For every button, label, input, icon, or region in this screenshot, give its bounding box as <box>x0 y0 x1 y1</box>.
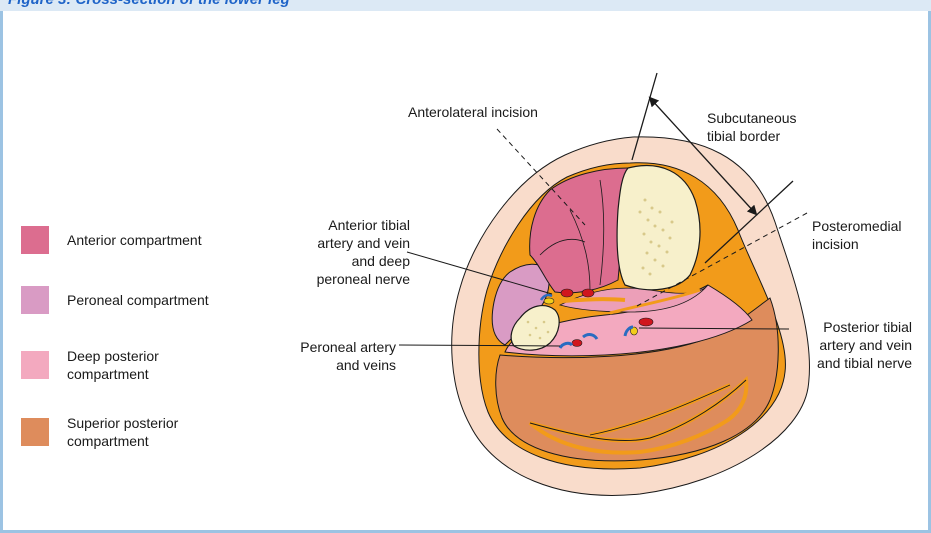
label-anterior-tibial: Anterior tibial artery and vein and deep… <box>290 216 410 288</box>
deep-peroneal-nerve <box>544 298 554 304</box>
anterior-tibial-vein <box>582 289 594 297</box>
anterior-tibial-artery <box>561 289 573 297</box>
posterior-tibial-artery <box>639 318 653 326</box>
label-anterolateral-incision: Anterolateral incision <box>408 103 538 121</box>
label-posterior-tibial: Posterior tibial artery and vein and tib… <box>800 318 912 372</box>
label-subcutaneous-tibial-border: Subcutaneous tibial border <box>707 109 797 145</box>
label-peroneal-artery: Peroneal artery and veins <box>278 338 396 374</box>
label-posteromedial-incision: Posteromedial incision <box>812 217 902 253</box>
peroneal-artery <box>572 340 582 347</box>
